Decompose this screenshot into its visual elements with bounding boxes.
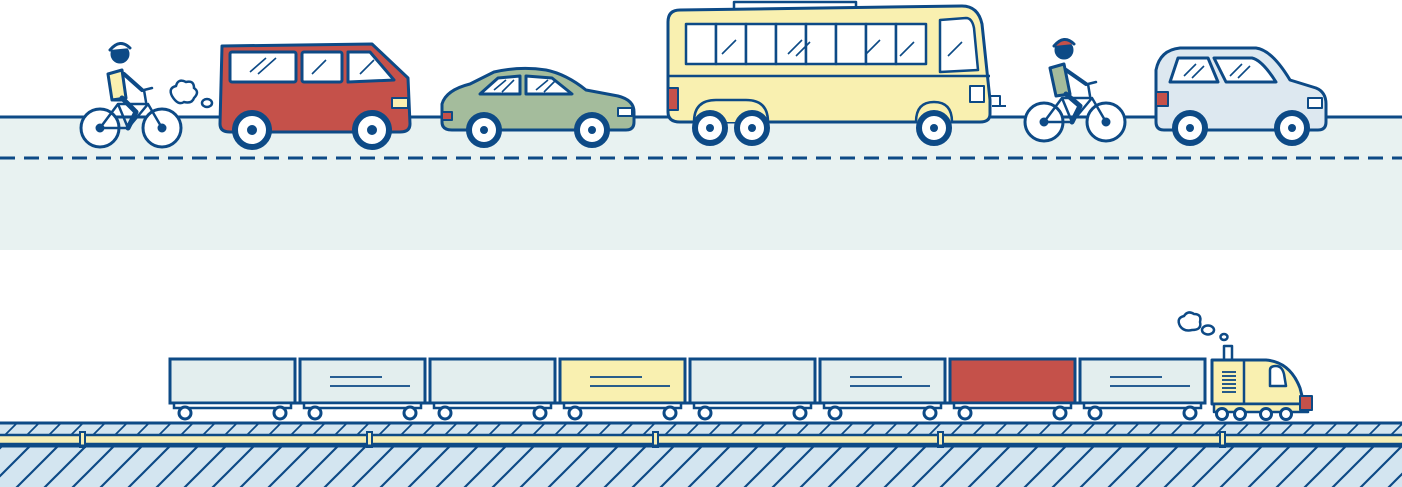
exhaust-puff [169,79,214,109]
wagon [294,357,427,421]
rail-joints [79,431,1226,448]
car-icon [440,66,636,148]
wagon-wheel [177,405,193,421]
rail [0,433,1402,446]
car-icon [1154,46,1328,146]
wagon-wheel [567,405,583,421]
wagon-wheel [437,405,453,421]
wagon-wheel [307,405,323,421]
wagon-wheel [697,405,713,421]
locomotive-icon [1210,344,1313,421]
freight-train [168,357,1207,421]
wagon-wheel [662,405,678,421]
wagon [1074,357,1207,421]
track-ballast [0,423,1402,435]
cyclist-icon [79,42,183,149]
wagon-wheel [957,405,973,421]
cyclist-icon [1023,38,1127,143]
wagon-wheel [922,405,938,421]
wagon-wheel [827,405,843,421]
van-icon [218,42,412,150]
railway [0,421,1402,487]
wagon-wheel [532,405,548,421]
wagon [168,357,297,421]
wagon-wheel [1052,405,1068,421]
wagon-wheel [1182,405,1198,421]
wagon [684,357,817,421]
wagon [424,357,557,421]
wagon [554,357,687,421]
wagon-wheel [792,405,808,421]
wagon-wheel [1087,405,1103,421]
wagon [944,357,1077,421]
embankment [0,446,1402,487]
wagon-wheel [402,405,418,421]
smoke-puff [1177,311,1229,342]
wagon-wheel [272,405,288,421]
wagon [814,357,947,421]
bus-icon [666,0,1006,146]
